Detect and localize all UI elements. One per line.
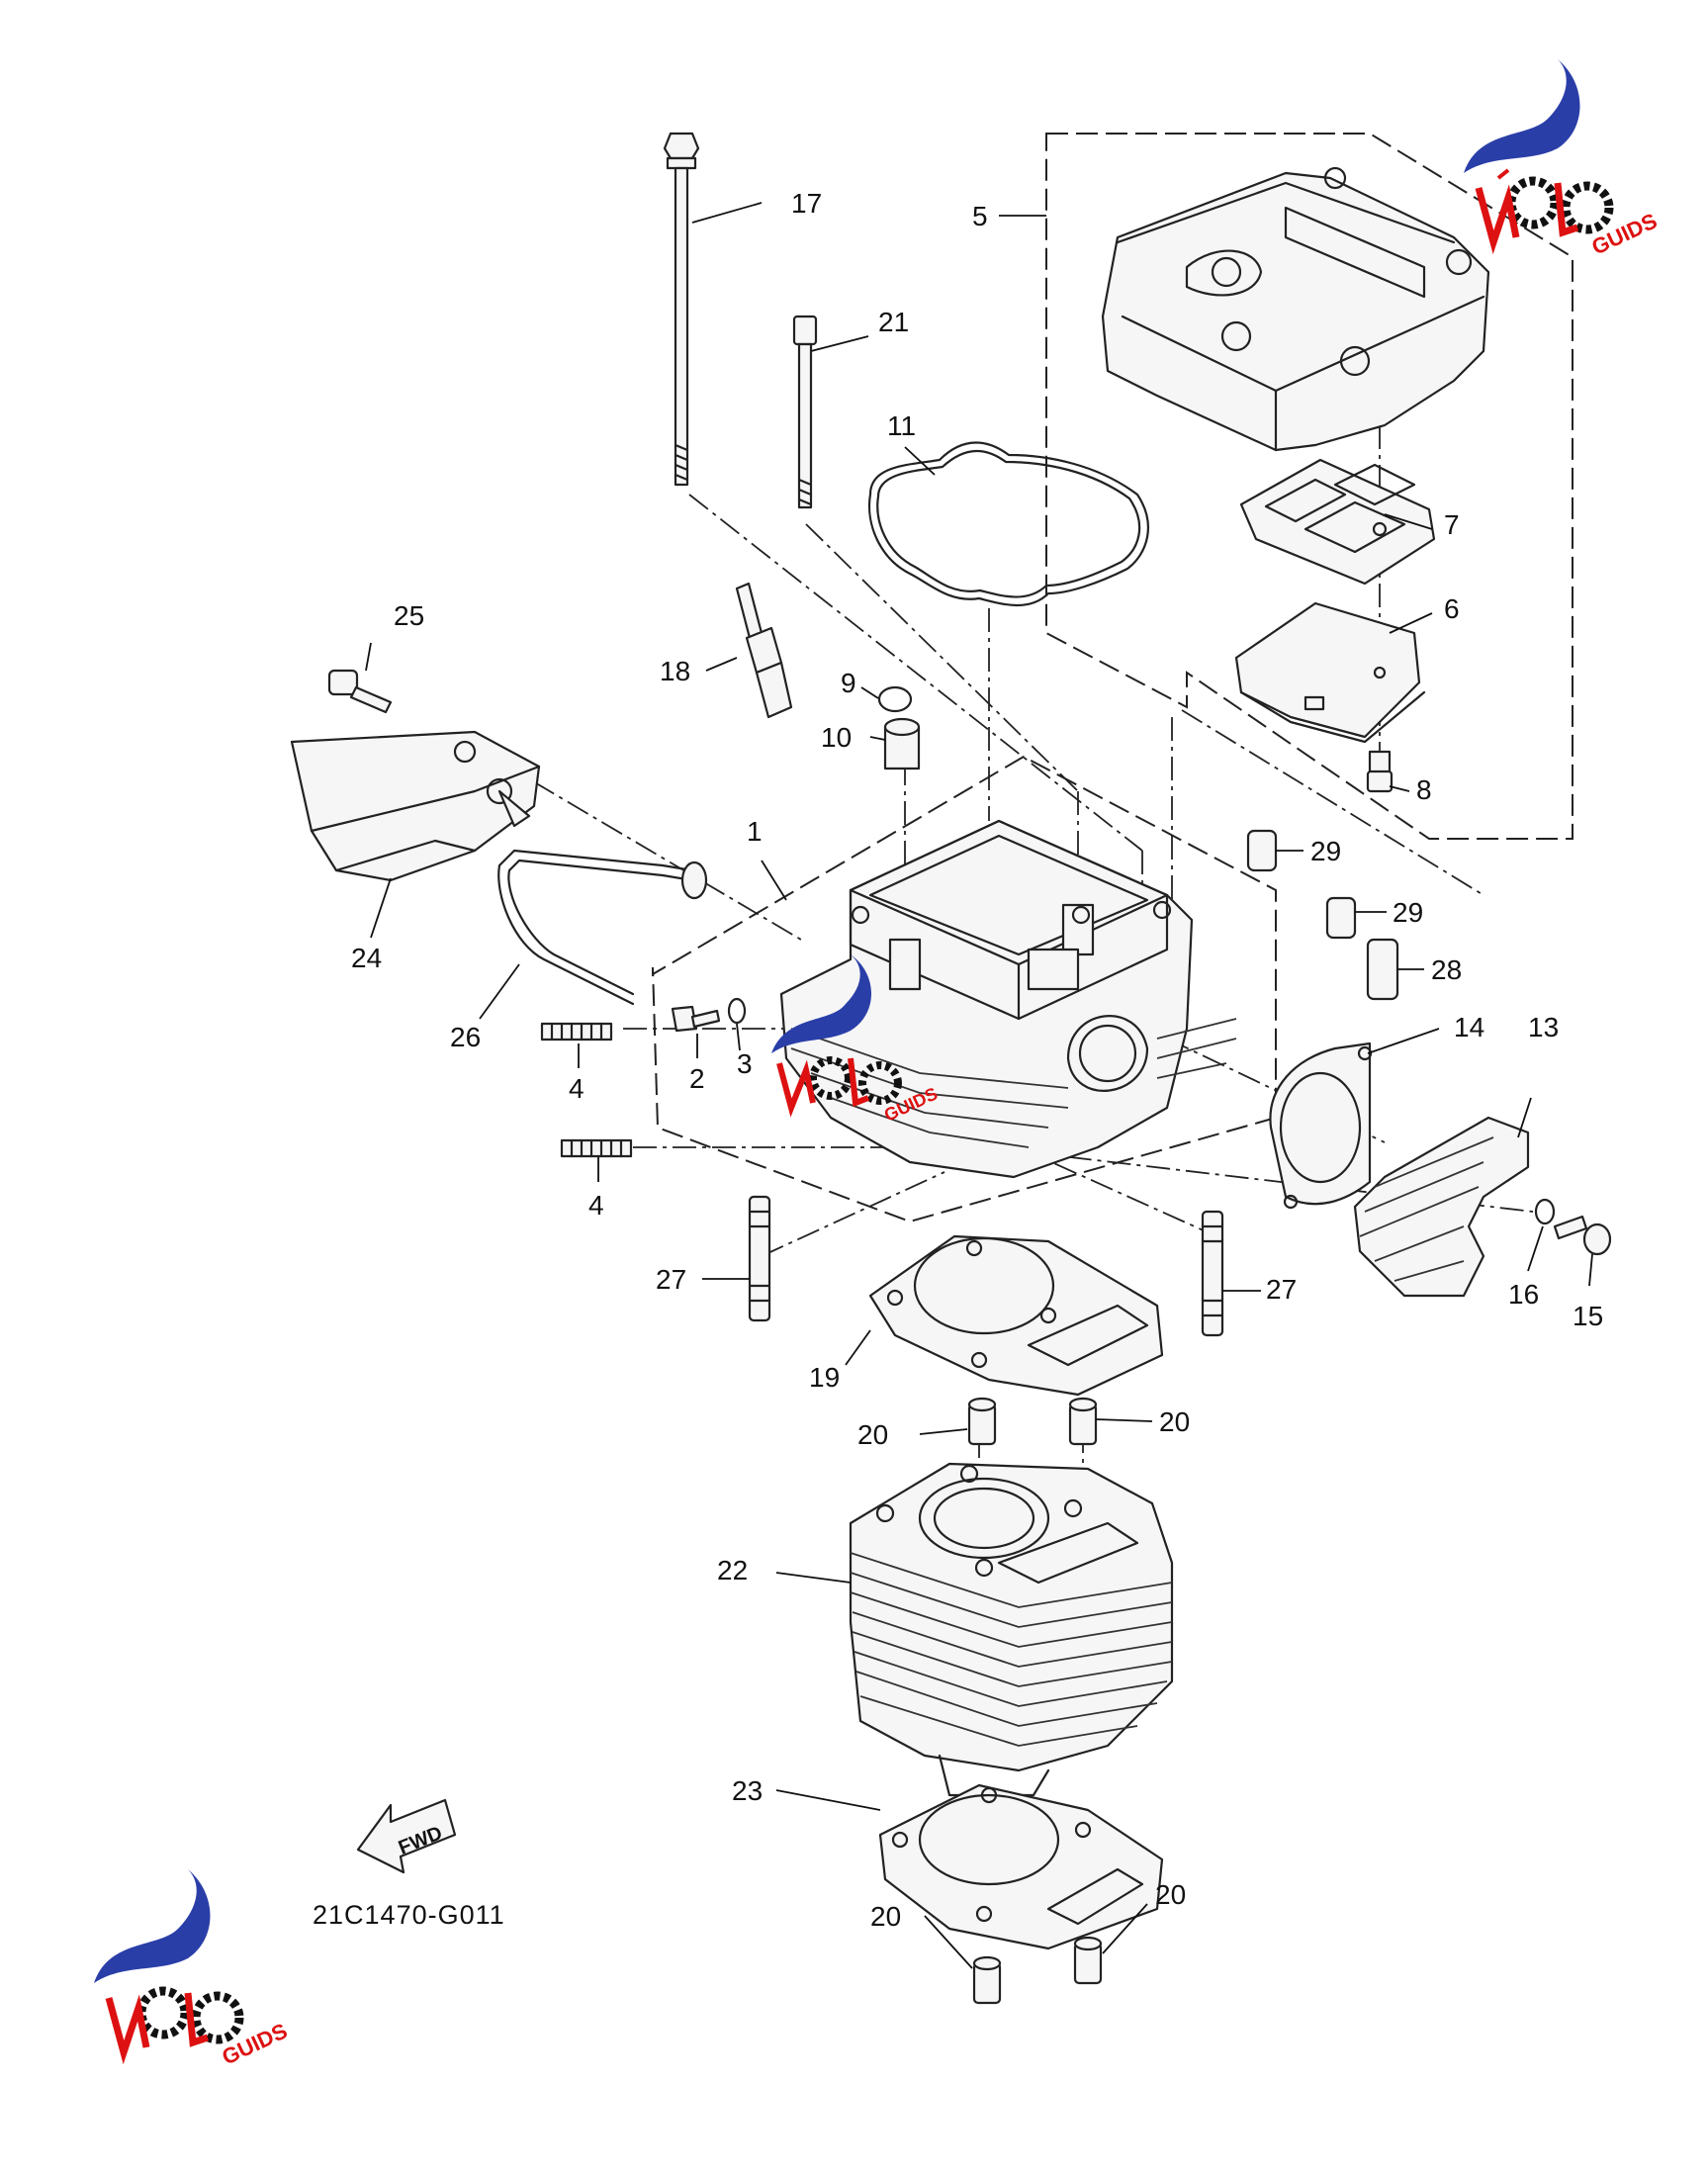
reed-plate-6 — [1234, 601, 1426, 744]
callout-20-b: 20 — [1159, 1406, 1190, 1437]
callout-18: 18 — [660, 656, 690, 686]
o-ring-9 — [877, 685, 913, 713]
alignment-line — [1181, 709, 1484, 896]
callout-20-c: 20 — [870, 1901, 901, 1932]
dowel-20-left-upper — [967, 1397, 997, 1446]
oil-pipe-26 — [497, 849, 708, 1006]
bolt-2 — [671, 1005, 721, 1033]
callout-4-upper: 4 — [569, 1073, 584, 1104]
cover-gasket-11 — [868, 441, 1149, 607]
cylinder-head-cover-5 — [1101, 166, 1490, 452]
callout-16: 16 — [1508, 1279, 1539, 1310]
stud-4-lower — [560, 1138, 633, 1158]
callout-26: 26 — [450, 1022, 481, 1052]
spark-plug-18 — [735, 582, 793, 719]
exhaust-cover-13 — [1353, 1116, 1530, 1298]
exhaust-gasket-14 — [1269, 1042, 1373, 1210]
callout-17: 17 — [791, 188, 822, 219]
callout-25: 25 — [394, 600, 424, 631]
callout-29-lower: 29 — [1393, 897, 1423, 928]
callout-10: 10 — [821, 722, 852, 753]
callout-15: 15 — [1573, 1301, 1603, 1331]
cylinder-22 — [849, 1462, 1174, 1797]
head-gasket-19 — [868, 1234, 1164, 1397]
alignment-line — [805, 523, 1079, 792]
svg-text:GUIDS: GUIDS — [1588, 208, 1662, 259]
callout-24: 24 — [351, 943, 382, 973]
dowel-20-left-lower — [972, 1955, 1002, 2005]
heat-shield-24 — [290, 730, 541, 882]
callouts: 17 5 21 11 7 6 25 18 9 10 8 1 29 29 28 2… — [351, 188, 1603, 1932]
callout-1: 1 — [747, 816, 763, 847]
callout-3: 3 — [737, 1048, 753, 1079]
callout-22: 22 — [717, 1555, 748, 1585]
stud-4-upper — [540, 1022, 613, 1042]
callout-29-upper: 29 — [1310, 836, 1341, 866]
bolt-15 — [1553, 1215, 1612, 1256]
callout-9: 9 — [841, 668, 856, 698]
callout-14: 14 — [1454, 1012, 1484, 1042]
svg-text:GUIDS: GUIDS — [219, 2018, 292, 2069]
small-bolt-8 — [1366, 750, 1393, 793]
alignment-line — [498, 761, 802, 941]
callout-28: 28 — [1431, 954, 1462, 985]
stud-27-left — [748, 1195, 771, 1322]
cylinder-head-1 — [779, 819, 1237, 1179]
cylinder-head-cover-group-box — [1045, 133, 1573, 840]
drawing-code: 21C1470-G011 — [313, 1900, 505, 1930]
gasket-7 — [1239, 458, 1436, 586]
base-gasket-23 — [878, 1783, 1164, 1950]
callout-20-d: 20 — [1155, 1879, 1186, 1910]
callout-6: 6 — [1444, 593, 1460, 624]
callout-13: 13 — [1528, 1012, 1559, 1042]
dowel-29-upper — [1246, 829, 1278, 872]
watermark-logo-bottom-left: GUIDS — [94, 1869, 291, 2070]
washer-3 — [727, 997, 747, 1025]
fwd-arrow: FWD — [356, 1798, 457, 1874]
long-stud-bolt-17 — [663, 132, 700, 487]
alignment-line — [761, 1171, 945, 1257]
watermark-logo-top-right: GUIDS — [1464, 59, 1661, 260]
callout-20-a: 20 — [857, 1419, 888, 1450]
callout-19: 19 — [809, 1362, 840, 1393]
alignment-line — [1028, 1151, 1534, 1213]
callout-7: 7 — [1444, 509, 1460, 540]
callout-23: 23 — [732, 1775, 763, 1806]
callout-27-left: 27 — [656, 1264, 686, 1295]
alignment-line — [1018, 1146, 1217, 1237]
dowel-28 — [1366, 938, 1399, 1001]
stud-27-right — [1201, 1210, 1224, 1337]
leader-lines — [365, 202, 1593, 1969]
dowel-29-lower — [1325, 896, 1357, 940]
bolt-25 — [327, 669, 393, 714]
alignment-line — [688, 494, 1143, 852]
collar-10 — [883, 717, 921, 770]
callout-11: 11 — [887, 410, 916, 441]
cover-gasket-11-inner — [876, 449, 1141, 598]
callout-27-right: 27 — [1266, 1274, 1297, 1305]
cylinder-head-group-box — [652, 755, 1277, 1223]
callout-2: 2 — [689, 1063, 705, 1094]
bolt-21 — [792, 315, 818, 509]
washer-16 — [1534, 1198, 1556, 1225]
dowel-20-right-upper — [1068, 1397, 1098, 1446]
dowel-20-right-lower — [1073, 1936, 1103, 1985]
callout-8: 8 — [1416, 774, 1432, 805]
callout-4-lower: 4 — [588, 1190, 604, 1221]
callout-5: 5 — [972, 201, 988, 231]
callout-21: 21 — [878, 307, 909, 337]
